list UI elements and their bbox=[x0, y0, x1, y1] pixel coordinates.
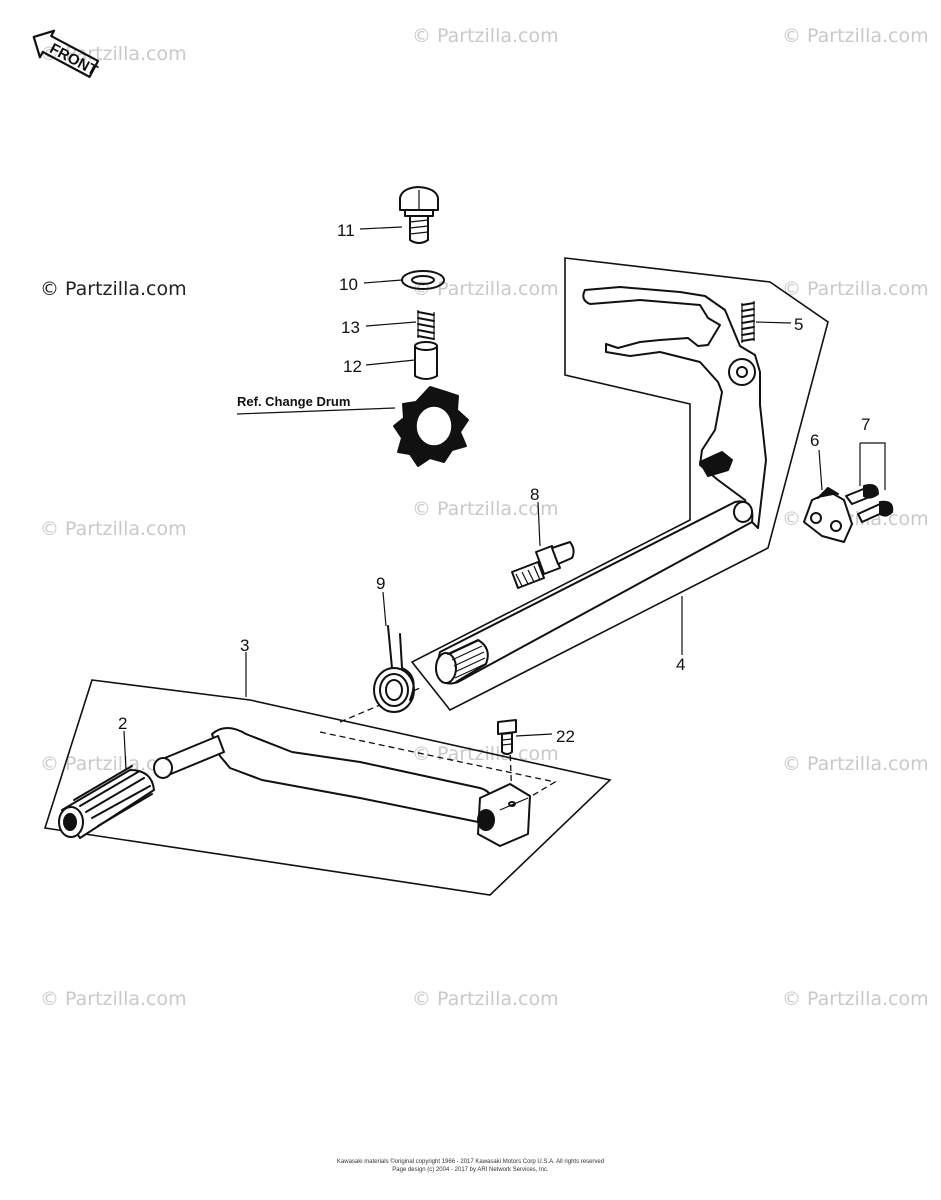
watermark: © Partzilla.com bbox=[412, 988, 559, 1010]
stud-bolt bbox=[511, 541, 575, 589]
callout-11: 11 bbox=[337, 221, 355, 240]
torsion-spring bbox=[373, 625, 415, 713]
ref-change-drum-label: Ref. Change Drum bbox=[237, 394, 350, 409]
pedal-group-frame bbox=[43, 679, 612, 896]
callout-4: 4 bbox=[676, 655, 685, 674]
watermark: © Partzilla.com bbox=[40, 753, 187, 775]
pin bbox=[414, 341, 438, 380]
watermark: © Partzilla.com bbox=[782, 25, 929, 47]
watermark: © Partzilla.com bbox=[40, 278, 187, 300]
callout-3: 3 bbox=[240, 636, 249, 655]
callout-2: 2 bbox=[118, 714, 127, 733]
callout-22: 22 bbox=[556, 727, 575, 746]
callout-7: 7 bbox=[861, 415, 870, 434]
spring bbox=[417, 310, 435, 340]
shift-shaft bbox=[435, 286, 767, 685]
callout-6: 6 bbox=[810, 431, 819, 450]
callouts: 11 10 13 12 5 6 7 8 9 3 4 2 22 bbox=[118, 221, 870, 746]
callout-10: 10 bbox=[339, 275, 358, 294]
shaft-group-frame bbox=[410, 257, 829, 712]
watermark: © Partzilla.com bbox=[782, 508, 929, 530]
callout-8: 8 bbox=[530, 485, 539, 504]
callout-5: 5 bbox=[794, 315, 803, 334]
return-spring bbox=[741, 301, 755, 343]
spline-end bbox=[435, 639, 489, 684]
callout-9: 9 bbox=[376, 574, 385, 593]
leader-lines bbox=[123, 226, 886, 771]
plug-bolt bbox=[399, 186, 439, 244]
watermark: © Partzilla.com bbox=[782, 988, 929, 1010]
ref-leader-line bbox=[236, 407, 396, 415]
screws bbox=[845, 484, 894, 523]
watermark: © Partzilla.com bbox=[40, 518, 187, 540]
watermarks: © Partzilla.com © Partzilla.com © Partzi… bbox=[40, 25, 929, 1010]
callout-13: 13 bbox=[341, 318, 360, 337]
watermark: © Partzilla.com bbox=[412, 25, 559, 47]
shift-pedal bbox=[153, 727, 531, 847]
watermark: © Partzilla.com bbox=[412, 743, 559, 765]
watermark: © Partzilla.com bbox=[40, 988, 187, 1010]
change-drum-cam bbox=[393, 386, 469, 467]
watermark: © Partzilla.com bbox=[782, 278, 929, 300]
pedal-bolt bbox=[497, 719, 517, 755]
watermark: © Partzilla.com bbox=[412, 498, 559, 520]
callout-12: 12 bbox=[343, 357, 362, 376]
watermark: © Partzilla.com bbox=[412, 278, 559, 300]
bracket-plate bbox=[803, 487, 853, 543]
footer-page-design: Page design (c) 2004 - 2017 by ARI Netwo… bbox=[392, 1167, 549, 1173]
watermark: © Partzilla.com bbox=[782, 753, 929, 775]
pedal-rubber bbox=[58, 765, 155, 839]
footer-copyright: Kawasaki materials ©original copyright 1… bbox=[336, 1159, 605, 1165]
